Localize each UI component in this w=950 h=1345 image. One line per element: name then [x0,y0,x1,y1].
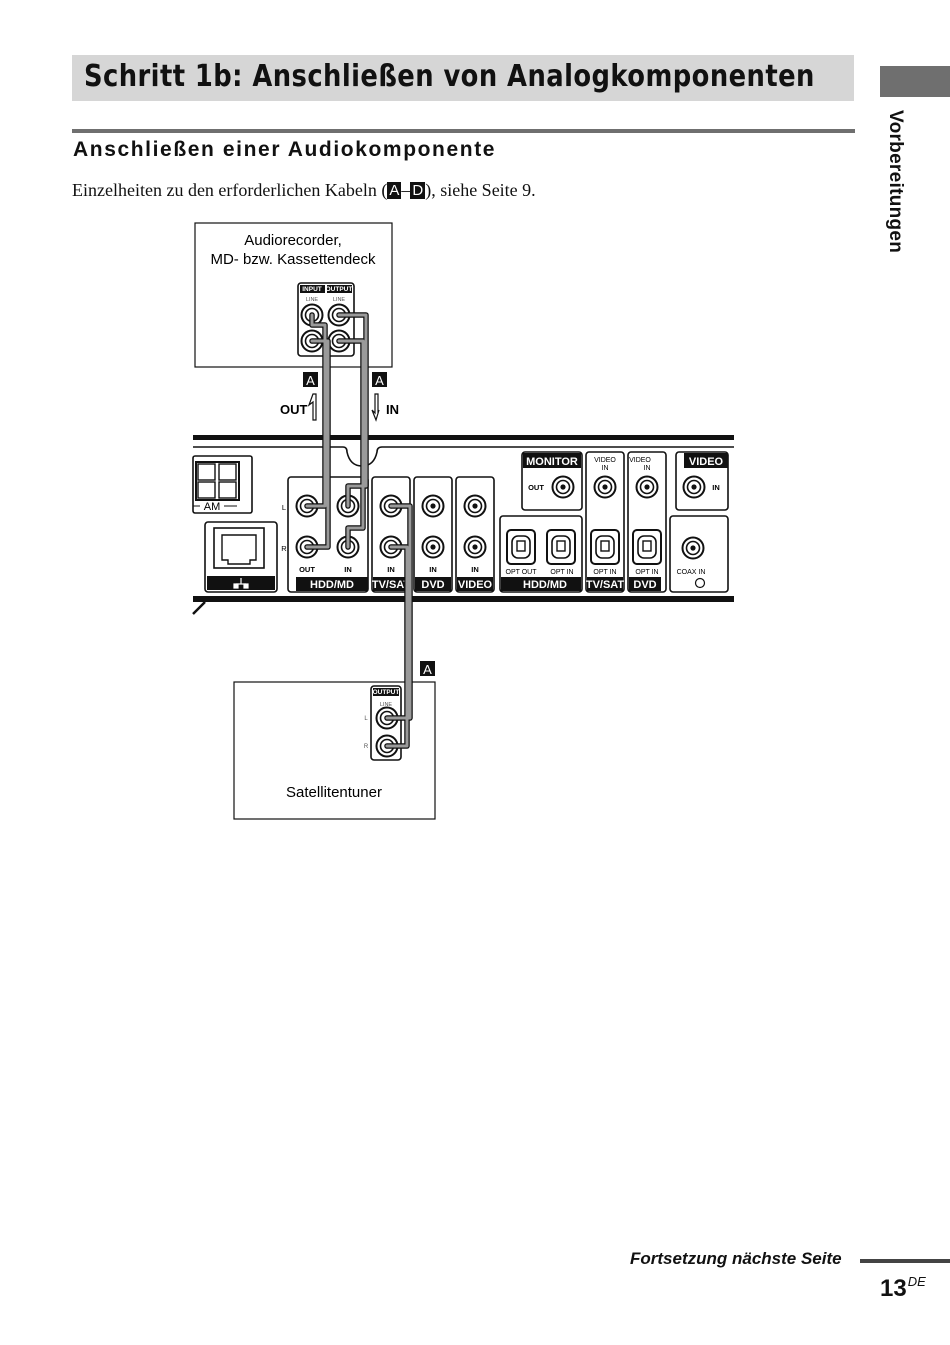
satellite-tuner: OUTPUT LINE L R Satellitentuner [233,681,436,820]
out-arrow-label: OUT [280,402,308,417]
dvd-opt-in-label: OPT IN [635,569,658,576]
page-number: 13DE [880,1274,926,1303]
video-in-r-jack [463,535,487,559]
video-in2-jack [635,475,659,499]
hdd-opt-in-label: OPT IN [550,569,573,576]
hdd-md-label: HDD/MD [310,579,354,591]
recorder-line-out: LINE [333,297,346,303]
cable-mark-right: A [375,373,384,388]
intro-after: ), siehe Seite 9. [425,180,536,200]
cable-mark-lower: A [423,662,432,677]
recorder-name-line1: Audiorecorder, [244,232,342,249]
cable-letter-a: A [387,182,402,199]
receiver-l-label: L [282,503,286,512]
monitor-out-jack [551,475,575,499]
hdd-opt-in-port [546,529,576,565]
page-language-suffix: DE [907,1274,926,1289]
dvd-opt-in-port [632,529,662,565]
network-icon [233,578,249,589]
video-section-in-jack [682,475,706,499]
side-tab [880,66,950,97]
recorder-output-label: OUTPUT [326,286,353,293]
footer-rule [860,1259,950,1263]
intro-text: Einzelheiten zu den erforderlichen Kabel… [72,180,536,201]
am-label: AM [204,501,221,513]
hdd-in-label: IN [344,565,352,574]
section-rule [72,129,855,133]
dvd-in-label: IN [429,565,437,574]
title-bar: Schritt 1b: Anschließen von Analogkompon… [72,55,854,101]
tuner-line-label: LINE [380,702,393,708]
digital-tvsat-label: TV/SAT [586,579,625,591]
hdd-opt-out-port [506,529,536,565]
video-in-label: IN [471,565,479,574]
in-arrow-label: IN [386,402,399,417]
recorder-line-in: LINE [306,297,319,303]
cable-mark-left: A [306,373,315,388]
side-section-label: Vorbereitungen [885,110,906,254]
monitor-label: MONITOR [526,456,578,468]
coax-in-label: COAX IN [677,569,706,576]
digital-hdd-md-label: HDD/MD [523,579,567,591]
tuner-output-label: OUTPUT [373,689,400,696]
section-subtitle: Anschließen einer Audiokomponente [73,138,497,161]
cable-marks: A A OUT IN A [280,372,435,677]
hdd-opt-out-label: OPT OUT [506,569,538,576]
dvd-in-l-jack [421,494,445,518]
recorder-name-line2: MD- bzw. Kassettendeck [210,251,376,268]
video-in2-label: VIDEO [629,457,651,464]
intro-dash: – [401,180,411,200]
tvsat-opt-in-port [590,529,620,565]
video-in-l-jack [463,494,487,518]
receiver-r-label: R [281,544,287,553]
monitor-out-label: OUT [528,483,544,492]
page-title: Schritt 1b: Anschließen von Analogkompon… [84,59,815,94]
page-number-value: 13 [880,1275,907,1302]
tuner-l-label: L [364,716,368,722]
video-label: VIDEO [458,579,493,591]
receiver-rear-panel: AM L R OUT IN HDD/MD IN TV/SAT [192,435,734,615]
video-in1-sub: IN [602,465,609,472]
cable-letter-d: D [410,182,426,199]
digital-dvd-label: DVD [633,579,656,591]
cables [304,312,413,749]
coax-in-jack [681,536,705,560]
video-in2-sub: IN [644,465,651,472]
dvd-in-r-jack [421,535,445,559]
recorder-input-label: INPUT [302,286,322,293]
video-in1-label: VIDEO [594,457,616,464]
tuner-r-label: R [364,744,369,750]
intro-before: Einzelheiten zu den erforderlichen Kabel… [72,180,388,200]
video-section-label: VIDEO [689,456,724,468]
video-in1-jack [593,475,617,499]
tvsat-in-label: IN [387,565,395,574]
continue-note: Fortsetzung nächste Seite [630,1249,842,1268]
dvd-label: DVD [421,579,444,591]
tvsat-opt-in-label: OPT IN [593,569,616,576]
video-section-in-label: IN [712,483,720,492]
tvsat-label: TV/SAT [372,579,411,591]
tuner-name: Satellitentuner [286,784,382,801]
hdd-out-label: OUT [299,565,315,574]
